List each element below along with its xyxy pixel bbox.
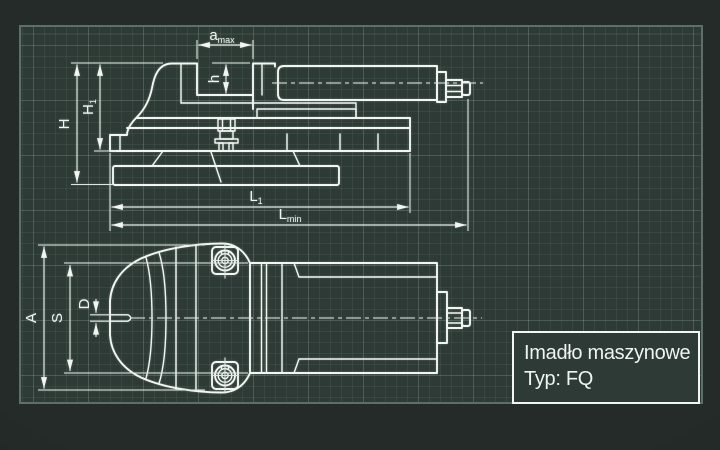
dim-label-L1: L1 [249,188,262,206]
title-block: Imadło maszynowe Typ: FQ [512,331,700,404]
dim-label-amax: amax [209,27,235,45]
dim-label-H1: H1 [80,99,98,115]
dim-label-Lmin: Lmin [279,206,302,224]
swivel-flange [112,165,340,186]
dim-label-A: A [23,313,40,323]
dim-label-D: D [76,298,93,309]
clamp-bolt-top [211,242,239,279]
swivel-base-sides [151,150,301,167]
title-block-type: Typ: FQ [524,368,594,390]
drawing-sheet [19,25,703,404]
top-view-dimensions: A S D [23,244,248,391]
clamp-bolt-bottom [211,357,239,394]
top-view-geometry [109,242,482,394]
fixed-jaw-outline [109,62,198,152]
title-block-product-name: Imadło maszynowe [524,342,691,364]
side-view: H H1 amax h L1 Lmin [56,27,483,231]
screw-collar [436,71,447,103]
screw-cylinder [277,65,438,101]
clamp-nut [214,118,239,152]
top-view: A S D [23,242,482,394]
slide-plate [256,108,357,119]
side-view-dimensions: H H1 amax h L1 Lmin [56,27,469,231]
movable-jaw-outline [252,62,276,110]
dim-label-H: H [56,119,73,130]
dim-label-S: S [49,313,66,323]
key-slot [109,314,132,322]
side-view-geometry [109,62,483,186]
dim-label-h: h [206,75,223,83]
